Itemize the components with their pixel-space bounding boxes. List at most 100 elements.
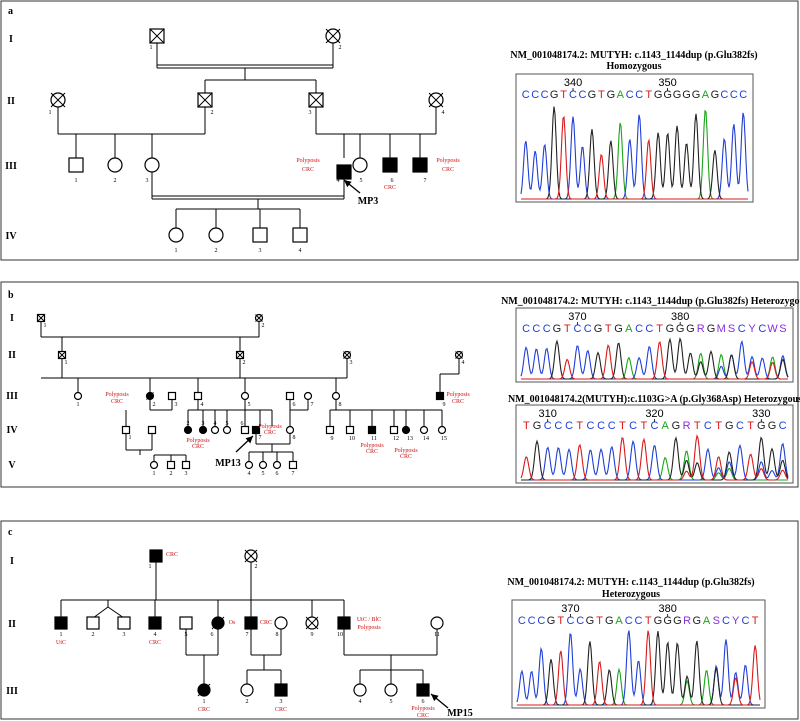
person-II5 xyxy=(179,616,193,630)
person-III9 xyxy=(435,391,445,401)
base-call: G xyxy=(553,323,562,335)
person-III3 xyxy=(167,391,177,401)
base-call: C xyxy=(584,323,592,335)
member-number: 4 xyxy=(214,421,217,427)
pedigree-line xyxy=(92,606,109,619)
person-IV9 xyxy=(325,425,335,435)
base-call: C xyxy=(544,420,552,432)
member-number: 1 xyxy=(49,110,52,116)
person-V7 xyxy=(288,460,298,470)
person-III6 xyxy=(382,157,398,173)
proband-arrow xyxy=(343,179,361,194)
member-number: 2 xyxy=(339,45,342,51)
member-number: 1 xyxy=(65,360,68,366)
base-call: T xyxy=(598,89,605,101)
base-call: C xyxy=(565,420,573,432)
base-call: C xyxy=(518,615,526,627)
annotation: CRC xyxy=(384,185,396,191)
base-call: C xyxy=(543,323,551,335)
base-call: C xyxy=(704,420,712,432)
person-III3 xyxy=(144,157,160,173)
person-II3 xyxy=(342,350,352,360)
person-III2 xyxy=(240,683,254,697)
position-marker: 380 xyxy=(658,603,676,615)
person-I1 xyxy=(149,549,163,563)
member-number: 3 xyxy=(350,360,353,366)
base-call: Y xyxy=(732,615,740,627)
member-number: 3 xyxy=(202,421,205,427)
member-number: 2 xyxy=(92,632,95,638)
generation-label: III xyxy=(6,686,18,697)
member-number: 14 xyxy=(423,436,429,442)
base-call: G xyxy=(707,323,716,335)
person-III2 xyxy=(145,391,155,401)
member-number: 2 xyxy=(255,564,258,570)
annotation: CRC xyxy=(442,167,454,173)
panel-c-letter: c xyxy=(8,527,13,538)
base-call: G xyxy=(711,89,720,101)
member-number: 2 xyxy=(114,178,117,184)
base-call: C xyxy=(758,323,766,335)
position-marker: 370 xyxy=(561,603,579,615)
annotation: CRC xyxy=(417,713,429,719)
proband-arrow xyxy=(430,693,449,709)
member-number: 4 xyxy=(337,178,340,184)
base-call: A xyxy=(703,615,711,627)
member-number: 7 xyxy=(311,402,314,408)
base-call: G xyxy=(663,615,672,627)
member-number: 6 xyxy=(293,402,296,408)
member-number: 1 xyxy=(75,178,78,184)
annotation: Polyposis xyxy=(446,392,470,398)
annotation: CRC xyxy=(400,454,412,460)
base-call: G xyxy=(663,89,672,101)
base-call: G xyxy=(605,615,614,627)
base-call: G xyxy=(607,89,616,101)
base-call: R xyxy=(683,420,691,432)
base-call: C xyxy=(626,89,634,101)
person-II10 xyxy=(337,616,351,630)
base-call: T xyxy=(747,420,754,432)
person-IV14 xyxy=(419,425,429,435)
trace-C xyxy=(521,439,789,481)
proband-label: MP15 xyxy=(447,708,473,719)
base-call: G xyxy=(682,89,691,101)
person-II1 xyxy=(57,350,67,360)
base-call: T xyxy=(576,420,583,432)
member-number: 3 xyxy=(309,110,312,116)
person-I1 xyxy=(149,28,165,44)
base-call: G xyxy=(686,323,695,335)
position-marker: 330 xyxy=(752,408,770,420)
member-number: 1 xyxy=(129,435,132,441)
member-number: 8 xyxy=(276,632,279,638)
person-IV5 xyxy=(222,425,232,435)
base-call: T xyxy=(523,420,530,432)
member-number: 1 xyxy=(77,402,80,408)
annotation: CRC xyxy=(275,707,287,713)
base-call: G xyxy=(673,89,682,101)
member-number: 6 xyxy=(276,471,279,477)
person-V6 xyxy=(272,460,282,470)
generation-label: I xyxy=(9,34,13,45)
member-number: 1 xyxy=(60,632,63,638)
person-IV10 xyxy=(345,425,355,435)
annotation: Polyposis xyxy=(436,158,460,164)
position-marker: 320 xyxy=(645,408,663,420)
person-II11 xyxy=(430,616,444,630)
person-V3 xyxy=(181,460,191,470)
generation-label: IV xyxy=(6,425,18,436)
annotation: CRC xyxy=(198,707,210,713)
member-number: 9 xyxy=(311,632,314,638)
base-call: G xyxy=(693,615,702,627)
base-call: S xyxy=(728,323,735,335)
generation-label: IV xyxy=(5,231,17,242)
base-call: G xyxy=(725,420,734,432)
base-call: G xyxy=(547,615,556,627)
member-number: 9 xyxy=(331,436,334,442)
base-call: C xyxy=(738,323,746,335)
annotation: CRC xyxy=(302,167,314,173)
base-call: C xyxy=(635,323,643,335)
generation-label: III xyxy=(6,391,18,402)
